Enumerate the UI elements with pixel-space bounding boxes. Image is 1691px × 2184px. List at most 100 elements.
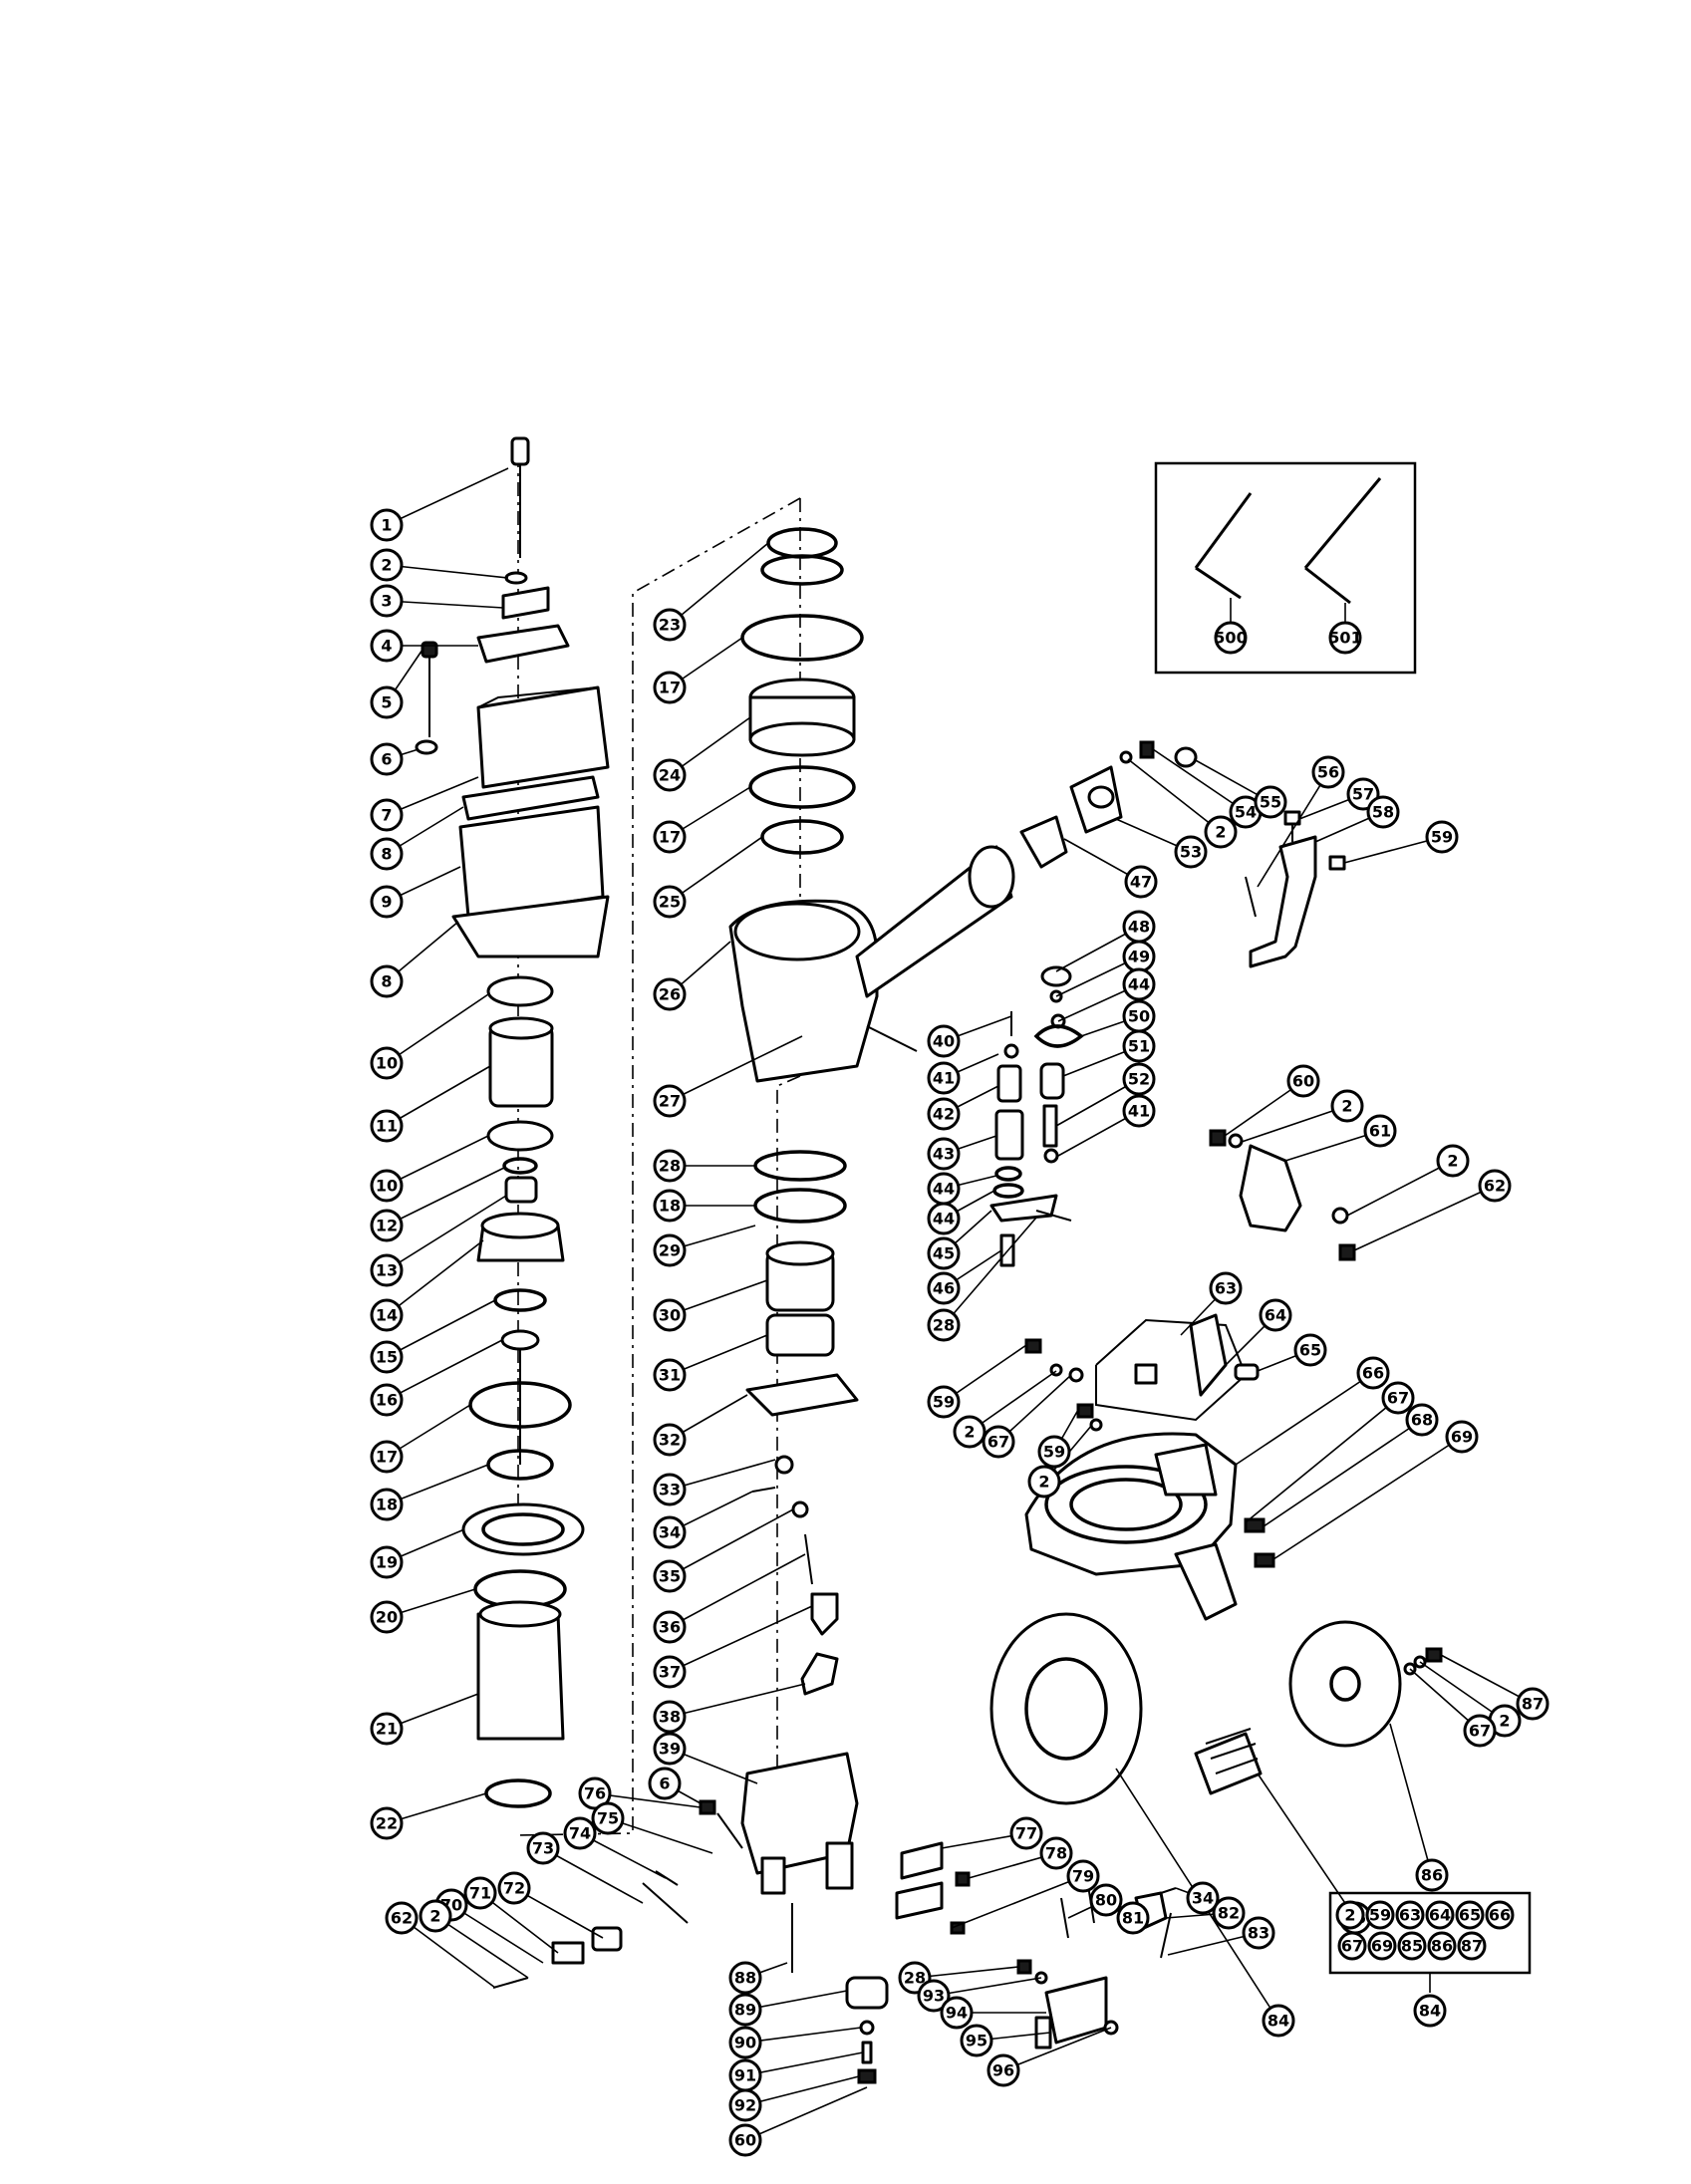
leader-line — [744, 1990, 848, 2011]
callout-number: 20 — [376, 1608, 398, 1627]
callout-number: 83 — [1248, 1924, 1269, 1943]
callout-58: 58 — [1366, 795, 1400, 829]
leader-line — [914, 1966, 1019, 1979]
callout-number: 2 — [381, 556, 392, 575]
kit-item-64: 64 — [1425, 1900, 1455, 1930]
leader-line — [386, 1065, 491, 1127]
callout-number: 65 — [1299, 1341, 1321, 1360]
callout-number: 50 — [1128, 1007, 1150, 1026]
callout-number: 82 — [1218, 1904, 1240, 1923]
leader-line — [997, 1374, 1072, 1443]
callout-number: 16 — [376, 1391, 398, 1410]
callout-number: 46 — [933, 1279, 955, 1298]
callout-number: 15 — [376, 1348, 398, 1367]
callout-96: 96 — [986, 2053, 1020, 2087]
callout-number: 86 — [1421, 1866, 1443, 1885]
callout-number: 28 — [659, 1157, 681, 1176]
callout-number: 49 — [1128, 948, 1150, 966]
cover-parts — [1019, 740, 1198, 869]
callout-number: 75 — [597, 1809, 619, 1828]
leader-line — [594, 1792, 702, 1808]
callout-number: 95 — [966, 2032, 987, 2050]
leader-line — [513, 1887, 604, 1939]
leader-line — [1419, 1661, 1506, 1722]
center-column-parts — [728, 527, 1015, 1895]
callout-number: 8 — [381, 972, 392, 991]
callout-79: 79 — [1066, 1859, 1100, 1893]
callout-number: 84 — [1419, 2002, 1441, 2021]
callout-15: 15 — [370, 1340, 404, 1374]
callout-62: 62 — [1478, 1169, 1512, 1203]
callout-67: 67 — [1463, 1714, 1497, 1748]
callout-number: 85 — [1401, 1937, 1423, 1956]
leader-line — [1257, 771, 1329, 888]
callout-number: 2 — [1215, 823, 1226, 842]
callout-8: 8 — [370, 964, 404, 998]
callout-number: 6 — [659, 1774, 670, 1793]
leader-line — [1263, 1419, 1423, 1527]
callout-50: 50 — [1122, 999, 1156, 1033]
kit-item-69: 69 — [1367, 1931, 1397, 1961]
callout-34: 34 — [653, 1515, 687, 1549]
callout-number: 24 — [659, 766, 681, 785]
trigger-parts — [895, 1841, 1177, 2049]
callout-number: 22 — [376, 1814, 398, 1833]
leader-line — [669, 1553, 806, 1628]
callout-500: 500 — [1214, 621, 1248, 655]
callout-number: 28 — [933, 1316, 955, 1335]
leader-line — [386, 1792, 487, 1824]
leader-line — [969, 1370, 1057, 1433]
leader-line — [1241, 1105, 1348, 1143]
callout-88: 88 — [728, 1961, 762, 1995]
kit-item-86: 86 — [1427, 1931, 1457, 1961]
callout-number: 94 — [946, 2004, 968, 2023]
callout-39: 39 — [653, 1732, 687, 1766]
callout-2: 2 — [953, 1415, 986, 1449]
callout-number: 56 — [1317, 763, 1339, 782]
callout-83: 83 — [1242, 1916, 1275, 1950]
callout-number: 10 — [376, 1054, 398, 1073]
callout-number: 60 — [1292, 1072, 1314, 1091]
magazine-lower-parts — [989, 1612, 1443, 1805]
kit-item-2: 2 — [1335, 1900, 1365, 1930]
callout-number: 23 — [659, 616, 681, 635]
leader-line — [669, 836, 763, 903]
callout-number: 38 — [659, 1708, 681, 1727]
callout-number: 53 — [1180, 843, 1202, 862]
callout-number: 89 — [734, 2001, 756, 2020]
callout-number: 2 — [429, 1907, 440, 1926]
callout-number: 88 — [734, 1969, 756, 1988]
leader-line — [669, 1683, 806, 1718]
callout-86: 86 — [1415, 1858, 1449, 1892]
callout-number: 66 — [1362, 1364, 1384, 1383]
callout-number: 79 — [1072, 1867, 1094, 1886]
callout-number: 11 — [376, 1117, 398, 1136]
callout-number: 32 — [659, 1431, 681, 1450]
callout-33: 33 — [653, 1473, 687, 1506]
callout-9: 9 — [370, 885, 404, 919]
callout-labels: 1234567898101110121314151617181920212223… — [370, 508, 1550, 2157]
callout-2: 2 — [1027, 1465, 1061, 1499]
callout-number: 25 — [659, 893, 681, 912]
callout-63: 63 — [1209, 1271, 1243, 1305]
callout-number: 30 — [659, 1306, 681, 1325]
bottom-pin-stack — [791, 1903, 889, 2084]
callout-41: 41 — [1122, 1094, 1156, 1128]
callout-number: 40 — [933, 1032, 955, 1051]
callout-number: 67 — [987, 1433, 1009, 1452]
callout-number: 39 — [659, 1740, 681, 1759]
callout-number: 8 — [381, 845, 392, 864]
callout-number: 1 — [381, 516, 392, 535]
callout-number: 64 — [1265, 1306, 1286, 1325]
valve-column-parts — [989, 965, 1084, 1267]
callout-30: 30 — [653, 1298, 687, 1332]
callout-10: 10 — [370, 1046, 404, 1080]
callout-number: 5 — [381, 693, 392, 712]
callout-number: 67 — [1469, 1722, 1491, 1741]
callout-76: 76 — [578, 1776, 612, 1810]
callout-number: 14 — [376, 1306, 398, 1325]
callout-number: 18 — [376, 1496, 398, 1514]
callout-number: 17 — [659, 679, 681, 697]
callout-number: 3 — [381, 592, 392, 611]
